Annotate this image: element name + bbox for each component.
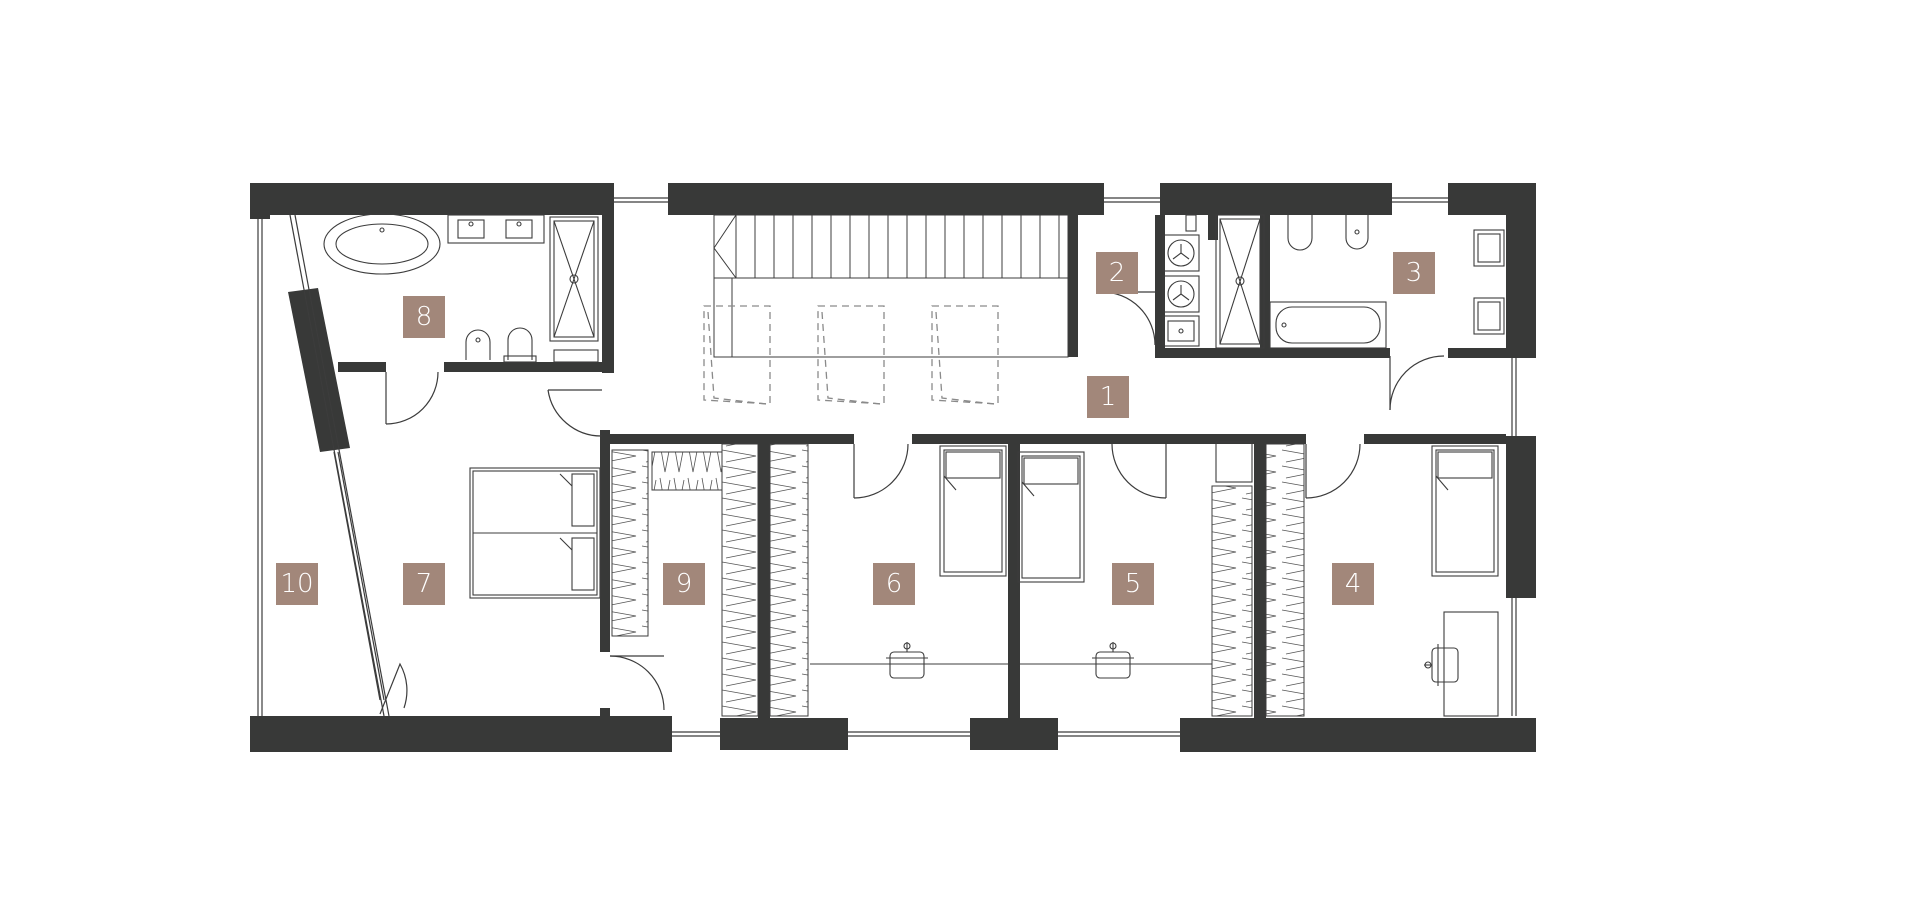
wall-bottom-9 xyxy=(720,718,848,750)
wall-top-left xyxy=(250,183,610,215)
bedroom7-fixtures xyxy=(469,467,601,599)
double-bed xyxy=(469,467,601,599)
shower-8 xyxy=(549,216,599,342)
bedroom4-fixtures xyxy=(1424,445,1499,717)
wall-2-right xyxy=(1155,215,1165,357)
single-bed-5 xyxy=(1017,451,1085,583)
wall-bath8-bottom-right xyxy=(444,362,604,372)
bath3-fixtures xyxy=(1215,214,1505,349)
wall-bath3-bottom-right xyxy=(1448,348,1508,358)
wall-right-upper xyxy=(1506,183,1536,358)
walls xyxy=(250,183,1536,752)
wall-bath8-bottom-left xyxy=(338,362,386,372)
chair-6 xyxy=(886,642,928,679)
wall-top-stair xyxy=(668,183,1104,215)
wall-bottom-right xyxy=(1180,718,1536,752)
single-bed-4 xyxy=(1431,445,1499,577)
wall-bath3-div xyxy=(1260,215,1270,353)
double-vanity xyxy=(447,214,545,244)
bidet xyxy=(465,329,491,360)
wall-bath3-sinkwall xyxy=(1208,215,1218,240)
toilet-3 xyxy=(1287,215,1313,251)
skylights xyxy=(703,305,999,405)
sink-3a xyxy=(1473,229,1505,267)
wall-left-corner xyxy=(250,183,270,219)
wardrobe-5-4 xyxy=(1211,443,1305,717)
bedroom5-fixtures xyxy=(1017,441,1253,679)
wall-9-6 xyxy=(758,444,770,718)
wall-top-bath3 xyxy=(1160,183,1392,215)
chair-5 xyxy=(1092,642,1134,679)
wall-bottom-mid xyxy=(970,718,1058,750)
room-label-7: 7 xyxy=(403,563,445,605)
bathtub-3 xyxy=(1269,301,1387,349)
room-label-10: 10 xyxy=(276,563,318,605)
bath8-fixtures xyxy=(323,213,599,363)
wall-stair-right xyxy=(1068,215,1078,357)
room-label-4: 4 xyxy=(1332,563,1374,605)
doors xyxy=(379,291,1445,715)
wall-5-4 xyxy=(1254,444,1266,718)
room-label-2: 2 xyxy=(1096,252,1138,294)
room-label-6: 6 xyxy=(873,563,915,605)
wall-6-5 xyxy=(1008,444,1020,718)
stair-treads xyxy=(735,215,1060,278)
bidet-3 xyxy=(1345,215,1369,250)
room-label-9: 9 xyxy=(663,563,705,605)
wall-bed-top-4 xyxy=(1364,434,1506,444)
wall-bath3-bottom xyxy=(1155,348,1390,358)
walkin9-fixtures xyxy=(611,443,809,717)
room-label-5: 5 xyxy=(1112,563,1154,605)
single-bed-6 xyxy=(939,445,1007,577)
room-label-8: 8 xyxy=(403,296,445,338)
toilet-8 xyxy=(507,327,533,360)
chair-4 xyxy=(1424,644,1459,686)
desk-4 xyxy=(1443,611,1499,717)
room-label-3: 3 xyxy=(1393,252,1435,294)
sink-3b xyxy=(1473,297,1505,335)
wall-bottom-left xyxy=(250,716,672,752)
wall-bed-top-2 xyxy=(912,434,1172,444)
wall-right-lower xyxy=(1506,436,1536,598)
wall-7-9-upper xyxy=(600,430,610,652)
room-label-1: 1 xyxy=(1087,376,1129,418)
bathtub xyxy=(323,213,441,275)
shower-3 xyxy=(1215,214,1265,349)
staircase xyxy=(713,214,1069,358)
laundry-fixtures xyxy=(1162,214,1200,347)
wall-bath8-right xyxy=(602,183,614,373)
bedroom6-fixtures xyxy=(810,445,1008,679)
glazing xyxy=(257,197,1517,737)
wall-7-9-lower xyxy=(600,708,610,720)
wall-bed-top-1 xyxy=(604,434,854,444)
wall-bed-top-3 xyxy=(1172,434,1306,444)
wall-left-bottom xyxy=(250,716,270,752)
